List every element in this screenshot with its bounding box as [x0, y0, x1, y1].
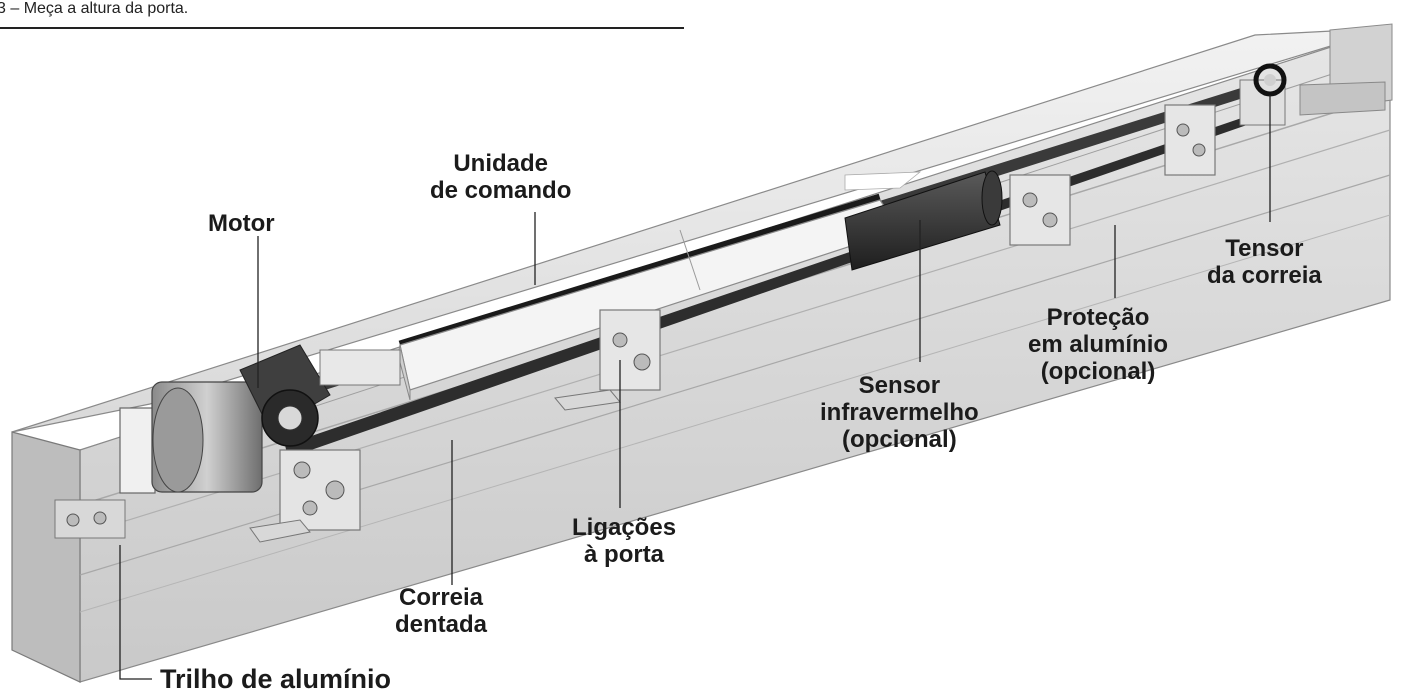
- label-belt-tensioner: Tensor da correia: [1207, 235, 1322, 289]
- infrared-sensor: [844, 170, 1003, 271]
- label-line: Trilho de alumínio: [160, 664, 392, 694]
- label-line: Ligações: [572, 514, 677, 541]
- door-carriages: [54, 79, 1286, 543]
- label-line: dentada: [395, 611, 488, 638]
- housing-end-cap: [11, 431, 81, 683]
- carriage: [1164, 104, 1216, 176]
- label-line: infravermelho: [820, 399, 979, 426]
- carriage: [249, 449, 361, 543]
- carriage: [1239, 79, 1286, 126]
- caption-rule: [0, 27, 684, 29]
- rail-line: [79, 214, 1391, 613]
- label-line: Sensor: [858, 372, 941, 399]
- label-line: em alumínio: [1028, 331, 1169, 358]
- motor-assembly: [119, 344, 401, 494]
- label-control-unit: Unidade de comando: [430, 150, 571, 204]
- figure-caption: 3 – Meça a altura da porta.: [0, 0, 189, 17]
- label-line: (opcional): [842, 426, 957, 453]
- label-toothed-belt: Correia dentada: [395, 584, 487, 638]
- leader-rail: [119, 545, 152, 680]
- label-line: Unidade: [453, 150, 549, 177]
- label-infrared-sensor: Sensor infravermelho (opcional): [820, 372, 979, 453]
- label-line: (opcional): [1040, 358, 1156, 385]
- leader-lines: [119, 95, 1271, 680]
- label-line: Motor: [208, 210, 275, 237]
- label-motor: Motor: [208, 210, 275, 237]
- label-aluminium-cover: Proteção em alumínio (opcional): [1028, 304, 1168, 385]
- end-bracket: [1299, 81, 1386, 116]
- label-line: Proteção: [1046, 304, 1150, 331]
- label-line: Correia: [398, 584, 484, 611]
- carriage: [54, 499, 126, 539]
- label-line: Tensor: [1225, 235, 1304, 262]
- label-aluminium-rail: Trilho de alumínio: [160, 664, 391, 694]
- carriage: [554, 309, 661, 411]
- label-door-connections: Ligações à porta: [572, 514, 676, 568]
- label-line: de comando: [430, 177, 572, 204]
- label-line: da correia: [1207, 262, 1322, 289]
- carriage: [1009, 174, 1071, 246]
- label-line: à porta: [584, 541, 665, 568]
- belt-tensioner-part: [1253, 63, 1287, 97]
